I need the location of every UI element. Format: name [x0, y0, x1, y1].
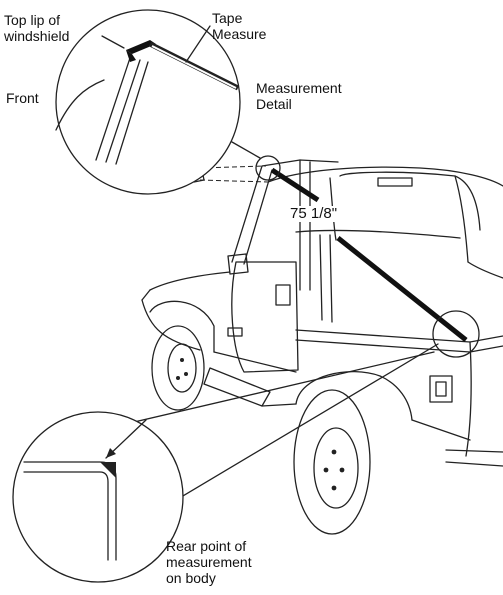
front-callout-connector	[231, 141, 261, 159]
tape-measure-label: Tape Measure	[212, 10, 267, 42]
rear-point-label: Rear point of measurement on body	[166, 538, 252, 586]
front-wheel	[151, 325, 205, 411]
measurement-detail-callout	[55, 9, 241, 195]
front-label: Front	[6, 90, 39, 106]
measurement-value-label: 75 1/8"	[288, 205, 340, 222]
rear-callout-connector-2	[155, 343, 439, 513]
rear-point-callout	[12, 411, 184, 583]
tape-measure-line-rear	[336, 236, 468, 342]
rear-detail-circle	[432, 310, 480, 358]
tape-measure-line	[270, 167, 320, 203]
measurement-detail-label: Measurement Detail	[256, 80, 342, 112]
jeep-body	[141, 159, 503, 467]
rear-callout-connector-1	[99, 351, 435, 431]
rear-wheel	[293, 389, 371, 535]
top-lip-label: Top lip of windshield	[4, 12, 70, 44]
front-detail-circle	[255, 155, 281, 181]
